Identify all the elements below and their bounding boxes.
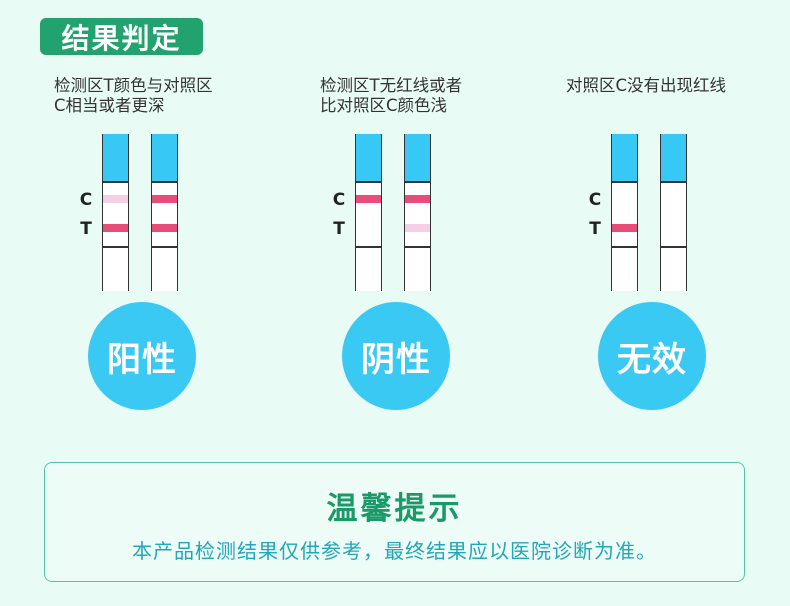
test-line-label: T	[80, 219, 92, 239]
control-band	[356, 195, 381, 203]
strip-sample-pad	[405, 134, 430, 181]
strip-sample-pad	[103, 134, 128, 181]
strip-divider	[356, 246, 381, 248]
strip-divider	[661, 246, 686, 248]
tip-box: 温馨提示 本产品检测结果仅供参考，最终结果应以医院诊断为准。	[44, 462, 745, 582]
strip-divider	[103, 181, 128, 183]
test-band	[612, 224, 637, 232]
test-band	[103, 224, 128, 232]
test-band	[405, 224, 430, 232]
control-band	[612, 195, 637, 203]
test-strip	[102, 134, 129, 291]
tip-text: 本产品检测结果仅供参考，最终结果应以医院诊断为准。	[132, 539, 657, 563]
control-line-label: C	[588, 190, 602, 210]
test-strip	[355, 134, 382, 291]
control-band	[103, 195, 128, 203]
control-line-label: C	[79, 190, 93, 210]
control-line-label: C	[332, 190, 346, 210]
test-strip	[151, 134, 178, 291]
control-band	[405, 195, 430, 203]
section-title: 结果判定	[40, 18, 203, 55]
strip-sample-pad	[152, 134, 177, 181]
strip-divider	[103, 246, 128, 248]
result-circle-positive: 阳性	[88, 302, 196, 410]
strip-divider	[356, 181, 381, 183]
strip-divider	[612, 181, 637, 183]
result-circle-negative: 阴性	[342, 302, 450, 410]
strip-sample-pad	[661, 134, 686, 181]
test-line-label: T	[589, 219, 601, 239]
result-description: 检测区T无红线或者 比对照区C颜色浅	[320, 76, 462, 116]
test-strip	[611, 134, 638, 291]
tip-title: 温馨提示	[326, 491, 463, 527]
description-line: C相当或者更深	[54, 96, 165, 115]
strip-divider	[405, 181, 430, 183]
strip-divider	[612, 246, 637, 248]
strip-sample-pad	[612, 134, 637, 181]
result-description: 检测区T颜色与对照区 C相当或者更深	[54, 76, 213, 116]
description-line: 比对照区C颜色浅	[320, 96, 448, 115]
control-band	[152, 195, 177, 203]
result-description: 对照区C没有出现红线	[566, 76, 726, 96]
strip-divider	[152, 181, 177, 183]
test-strip	[660, 134, 687, 291]
strip-sample-pad	[356, 134, 381, 181]
test-band	[356, 224, 381, 232]
result-circle-invalid: 无效	[598, 302, 706, 410]
description-line: 对照区C没有出现红线	[566, 76, 727, 95]
test-band	[661, 224, 686, 232]
description-line: 检测区T颜色与对照区	[54, 76, 213, 95]
control-band	[661, 195, 686, 203]
strip-divider	[152, 246, 177, 248]
description-line: 检测区T无红线或者	[320, 76, 463, 95]
strip-divider	[661, 181, 686, 183]
test-line-label: T	[333, 219, 345, 239]
test-band	[152, 224, 177, 232]
strip-divider	[405, 246, 430, 248]
test-strip	[404, 134, 431, 291]
